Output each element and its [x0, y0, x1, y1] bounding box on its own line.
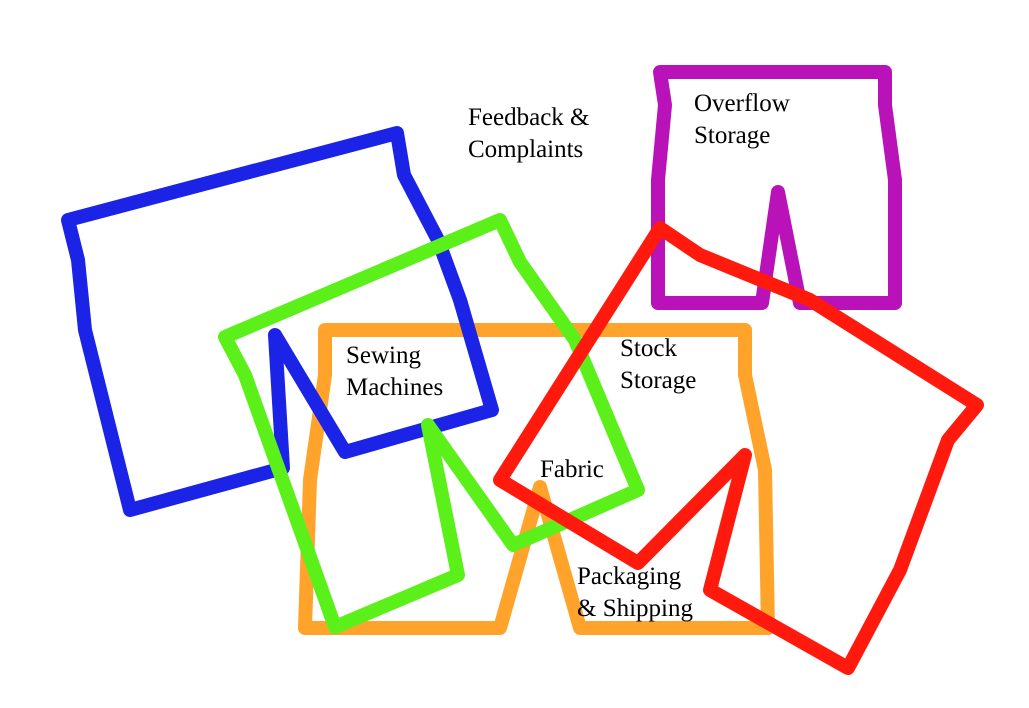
label-line: & Shipping	[577, 595, 693, 622]
label-sewing-machines: Sewing Machines	[346, 340, 443, 404]
label-line: Fabric	[540, 456, 604, 483]
shape-green	[218, 213, 645, 634]
label-line: Complaints	[468, 136, 584, 163]
label-fabric: Fabric	[540, 454, 604, 486]
label-line: Packaging	[577, 563, 682, 590]
label-line: Machines	[346, 374, 444, 401]
label-feedback-complaints: Feedback & Complaints	[468, 102, 589, 166]
label-overflow-storage: Overflow Storage	[694, 88, 790, 152]
label-line: Stock	[620, 335, 677, 362]
label-packaging-shipping: Packaging & Shipping	[577, 561, 693, 625]
label-line: Overflow	[694, 90, 790, 117]
label-line: Storage	[694, 122, 771, 149]
shape-red	[493, 221, 984, 675]
label-line: Feedback &	[468, 104, 590, 131]
label-line: Sewing	[346, 342, 421, 369]
label-line: Storage	[620, 367, 697, 394]
shape-orange	[298, 323, 775, 635]
shape-blue	[61, 126, 499, 517]
label-stock-storage: Stock Storage	[620, 333, 696, 397]
shape-purple	[651, 65, 902, 310]
